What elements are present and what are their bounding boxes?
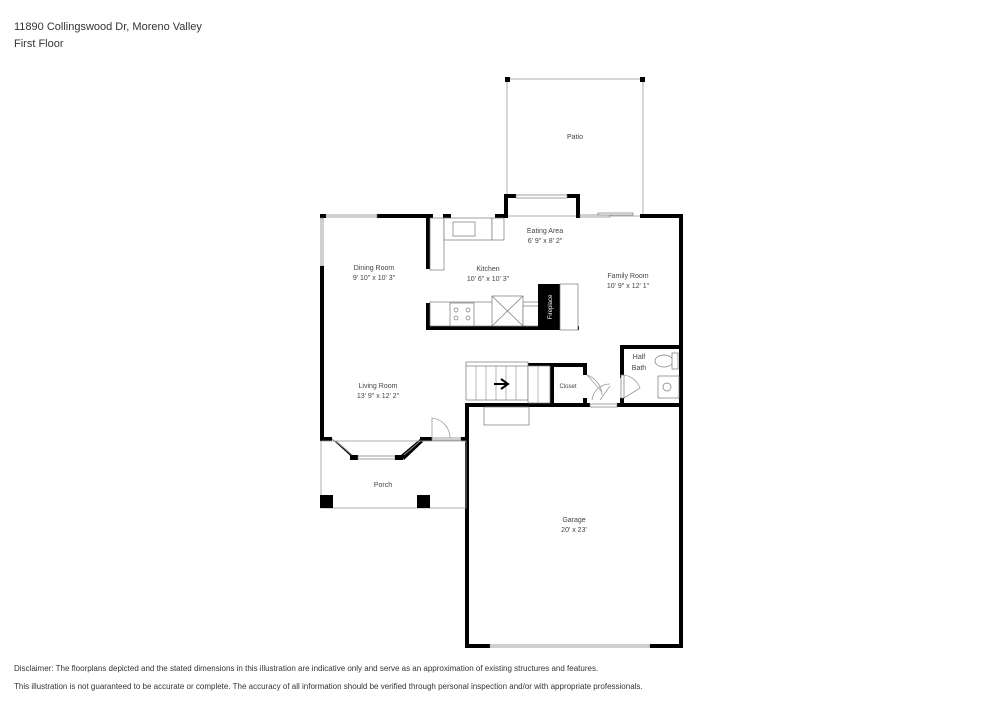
fireplace	[538, 284, 560, 330]
half-bath-label-1: Half	[633, 354, 646, 361]
eating-area-dims: 6' 9" x 8' 2"	[528, 238, 563, 245]
closet-label: Closet	[559, 384, 576, 390]
walls	[320, 194, 683, 648]
stair-arrow-icon	[494, 378, 510, 390]
stairs	[465, 361, 551, 426]
hearth	[559, 283, 579, 331]
fireplace-label: Fireplace	[548, 294, 554, 319]
porch-label: Porch	[374, 482, 392, 489]
patio-post	[640, 77, 645, 82]
living-room-dims: 13' 9" x 12' 2"	[357, 393, 400, 400]
disclaimer-line-1: Disclaimer: The floorplans depicted and …	[14, 664, 599, 673]
patio	[505, 77, 645, 217]
dining-room-dims: 9' 10" x 10' 3"	[353, 275, 396, 282]
floor-label: First Floor	[14, 38, 64, 50]
kitchen-label: Kitchen	[476, 266, 499, 273]
kitchen-fixtures: Fireplace	[429, 217, 579, 331]
bath-fixtures	[586, 352, 680, 401]
patio-label: Patio	[567, 134, 583, 141]
garage-label: Garage	[562, 517, 585, 524]
toilet-icon	[654, 354, 674, 368]
address-title: 11890 Collingswood Dr, Moreno Valley	[14, 21, 202, 33]
stove-icon	[449, 302, 475, 327]
garage-dims: 20' x 23'	[561, 527, 587, 534]
disclaimer-line-2: This illustration is not guaranteed to b…	[14, 682, 643, 691]
eating-area-label: Eating Area	[527, 228, 563, 235]
porch-post	[320, 495, 333, 508]
family-room-label: Family Room	[607, 273, 648, 280]
dining-room-label: Dining Room	[354, 265, 395, 272]
patio-post	[505, 77, 510, 82]
living-room-label: Living Room	[359, 383, 398, 390]
sink-icon	[452, 221, 476, 237]
kitchen-dims: 10' 6" x 10' 3"	[467, 276, 510, 283]
porch-post	[417, 495, 430, 508]
half-bath-label-2: Bath	[632, 365, 647, 372]
family-room-dims: 10' 9" x 12' 1"	[607, 283, 650, 290]
